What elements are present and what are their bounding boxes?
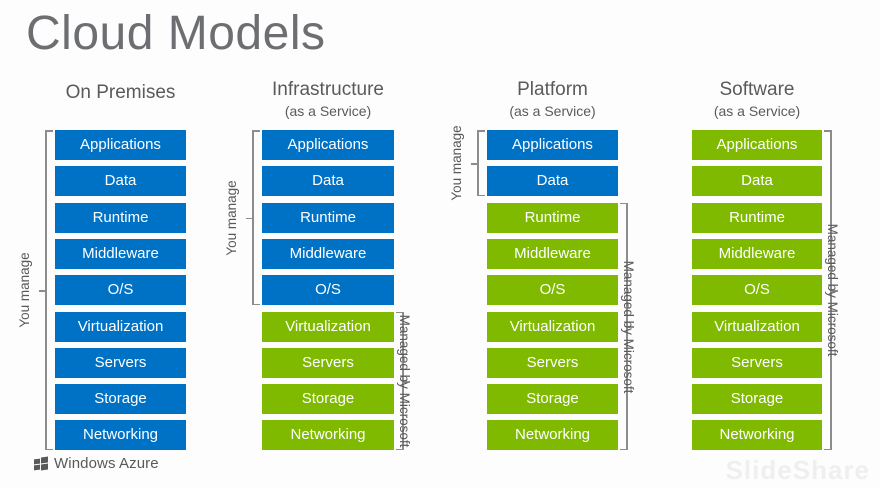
stack-layer-networking[interactable]: Networking (55, 420, 186, 451)
stack-layer-networking[interactable]: Networking (262, 420, 394, 451)
stack-layer-runtime[interactable]: Runtime (55, 202, 186, 233)
column-header-infrastructure-as-a-service: Infrastructure (as a Service) (262, 78, 394, 120)
stack-layer-middleware[interactable]: Middleware (262, 238, 394, 269)
stack-layer-networking[interactable]: Networking (692, 420, 822, 451)
bracket-label-you-manage: You manage (449, 125, 464, 201)
stack-layer-middleware[interactable]: Middleware (487, 238, 618, 269)
stack-layer-applications[interactable]: Applications (487, 130, 618, 160)
bracket-arm-top (824, 130, 832, 132)
stack-layer-applications[interactable]: Applications (692, 130, 822, 160)
bracket-label-managed-by-microsoft: Managed by Microsoft (397, 314, 412, 448)
stack-layer-servers[interactable]: Servers (487, 347, 618, 378)
slideshare-watermark: SlideShare (725, 455, 870, 485)
stack-layer-data[interactable]: Data (262, 166, 394, 197)
responsibility-bracket-managed-by-microsoft (823, 130, 838, 451)
column-header-platform-as-a-service: Platform (as a Service) (487, 78, 618, 120)
bracket-arm-mid (471, 163, 478, 165)
column-title: Platform (517, 79, 588, 100)
stack-layer-storage[interactable]: Storage (55, 384, 186, 415)
page-title: Cloud Models (26, 7, 326, 60)
responsibility-bracket-you-manage (246, 130, 261, 306)
bracket-arm-bottom (620, 448, 628, 451)
stack-layer-applications[interactable]: Applications (262, 130, 394, 160)
bracket-arm-bottom (477, 194, 485, 197)
column-title: Infrastructure (272, 79, 384, 100)
stack-layer-virtualization[interactable]: Virtualization (692, 311, 822, 342)
bracket-arm-bottom (252, 303, 260, 306)
stack-layer-storage[interactable]: Storage (692, 384, 822, 415)
bracket-arm-top (396, 311, 404, 314)
column-header-on-premises: On Premises (55, 81, 186, 105)
azure-wordmark: Windows Azure (54, 455, 159, 472)
column-subtitle: (as a Service) (284, 103, 372, 119)
stack-layer-o-s[interactable]: O/S (487, 275, 618, 306)
bracket-arm-bottom (45, 448, 53, 451)
bracket-label-you-manage: You manage (224, 179, 239, 256)
stack-layer-runtime[interactable]: Runtime (487, 202, 618, 233)
column-title: On Premises (65, 82, 176, 103)
stack-layer-runtime[interactable]: Runtime (692, 202, 822, 233)
windows-azure-logo: Windows Azure (34, 455, 159, 472)
bracket-arm-mid (627, 326, 634, 329)
bracket-arm-bottom (396, 448, 404, 451)
stack-layer-applications[interactable]: Applications (55, 130, 186, 160)
stack-layer-virtualization[interactable]: Virtualization (487, 311, 618, 342)
column-subtitle: (as a Service) (713, 103, 801, 119)
responsibility-bracket-you-manage (471, 130, 486, 197)
responsibility-bracket-managed-by-microsoft (619, 202, 634, 451)
stack-layer-runtime[interactable]: Runtime (262, 202, 394, 233)
bracket-arm-mid (403, 380, 410, 383)
stack-layer-servers[interactable]: Servers (262, 347, 394, 378)
stack-layer-virtualization[interactable]: Virtualization (55, 311, 186, 342)
bracket-label-managed-by-microsoft: Managed by Microsoft (621, 260, 636, 393)
bracket-arm-mid (246, 217, 253, 220)
stack-layer-data[interactable]: Data (692, 166, 822, 197)
column-header-software-as-a-service: Software (as a Service) (692, 78, 822, 120)
bracket-label-you-manage: You manage (17, 252, 32, 328)
stack-layer-virtualization[interactable]: Virtualization (262, 311, 394, 342)
stack-layer-networking[interactable]: Networking (487, 420, 618, 451)
stack-layer-storage[interactable]: Storage (487, 384, 618, 415)
stack-layer-servers[interactable]: Servers (55, 347, 186, 378)
stack-layer-middleware[interactable]: Middleware (55, 238, 186, 269)
column-subtitle: (as a Service) (509, 103, 596, 119)
bracket-arm-top (252, 130, 260, 132)
stack-layer-middleware[interactable]: Middleware (692, 238, 822, 269)
stack-layer-data[interactable]: Data (55, 166, 186, 197)
stack-layer-o-s[interactable]: O/S (692, 275, 822, 306)
bracket-arm-bottom (824, 448, 832, 451)
windows-flag-icon (34, 456, 48, 470)
bracket-arm-top (477, 130, 485, 132)
stack-layer-storage[interactable]: Storage (262, 384, 394, 415)
stack-layer-servers[interactable]: Servers (692, 347, 822, 378)
responsibility-bracket-managed-by-microsoft (395, 311, 410, 451)
responsibility-bracket-you-manage (39, 130, 54, 451)
stack-layer-o-s[interactable]: O/S (262, 275, 394, 306)
bracket-arm-top (620, 202, 628, 205)
column-title: Software (719, 79, 795, 100)
bracket-arm-mid (39, 290, 46, 292)
stack-layer-data[interactable]: Data (487, 166, 618, 197)
bracket-arm-top (45, 130, 53, 132)
stack-layer-o-s[interactable]: O/S (55, 275, 186, 306)
bracket-label-managed-by-microsoft: Managed by Microsoft (825, 223, 840, 357)
bracket-arm-mid (831, 290, 838, 292)
